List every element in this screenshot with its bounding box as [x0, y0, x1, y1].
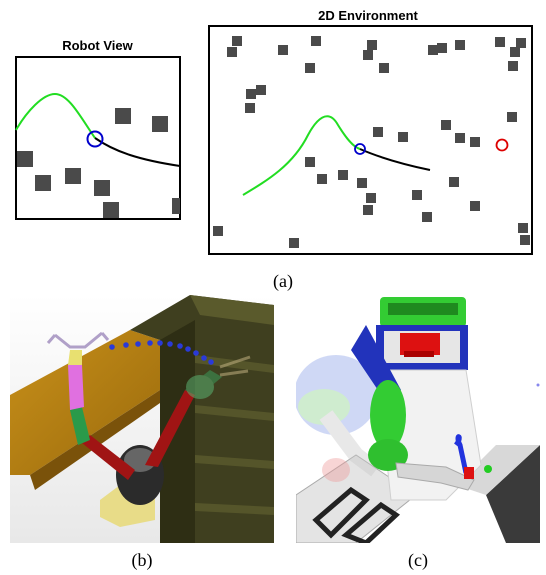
gripper: [453, 434, 469, 474]
trajectory-point: [135, 341, 141, 347]
planned-path: [242, 115, 361, 196]
trajectory-point: [177, 343, 183, 349]
obstacle: [520, 235, 530, 245]
trajectory-point: [167, 341, 173, 347]
obstacle: [94, 180, 110, 196]
obstacle: [363, 205, 373, 215]
obstacle: [373, 127, 383, 137]
trajectory-point: [208, 359, 214, 365]
obstacle: [516, 38, 526, 48]
obstacle: [213, 226, 223, 236]
robot-arm-link: [370, 380, 406, 450]
floor-tray: [296, 454, 417, 543]
dark-box: [486, 445, 540, 543]
obstacle: [172, 198, 180, 214]
obstacle: [366, 193, 376, 203]
obstacle: [246, 89, 256, 99]
obstacle: [470, 137, 480, 147]
obstacle: [422, 212, 432, 222]
robot-arm-link: [70, 407, 90, 445]
obstacle: [495, 37, 505, 47]
table-surface: [10, 330, 160, 475]
goal-marker: [495, 138, 509, 152]
obstacle: [305, 63, 315, 73]
obstacle: [507, 112, 517, 122]
trajectory-point: [123, 342, 129, 348]
obstacle: [428, 45, 438, 55]
obstacle: [518, 223, 528, 233]
obstacle: [379, 63, 389, 73]
obstacle: [311, 36, 321, 46]
robot-marker: [354, 143, 366, 155]
caption-b: (b): [131, 550, 153, 570]
robot-arm-link: [82, 435, 135, 480]
obstacle: [289, 238, 299, 248]
obstacle: [17, 151, 33, 167]
obstacle: [232, 36, 242, 46]
obstacle: [278, 45, 288, 55]
robot-marker: [86, 130, 104, 148]
obstacle: [256, 85, 266, 95]
robot-arm-link: [68, 350, 82, 365]
caption-a: (a): [273, 271, 293, 291]
future-path: [359, 148, 431, 171]
obstacle: [245, 103, 255, 113]
robot-view-panel: [15, 56, 181, 220]
trajectory-point: [147, 340, 153, 346]
obstacle: [152, 116, 168, 132]
trajectory-point: [157, 340, 163, 346]
robot-view-title: Robot View: [62, 38, 133, 53]
environment-panel: [208, 25, 533, 255]
caption-c: (c): [408, 550, 428, 570]
obstacle: [437, 43, 447, 53]
obstacle: [367, 40, 377, 50]
obstacle: [449, 177, 459, 187]
obstacle: [103, 202, 119, 218]
obstacle: [508, 61, 518, 71]
trajectory-point: [109, 344, 115, 350]
obstacle: [227, 47, 237, 57]
obstacle: [357, 178, 367, 188]
obstacle: [470, 201, 480, 211]
trajectory-point: [193, 350, 199, 356]
obstacle: [398, 132, 408, 142]
obstacle: [305, 157, 315, 167]
robot-arm-link: [68, 365, 84, 410]
obstacle: [363, 50, 373, 60]
obstacle: [510, 47, 520, 57]
obstacle: [455, 133, 465, 143]
obstacle: [412, 190, 422, 200]
trajectory-point: [201, 355, 207, 361]
environment-title: 2D Environment: [318, 8, 418, 23]
obstacle: [35, 175, 51, 191]
obstacle: [441, 120, 451, 130]
robot-arm-link: [145, 390, 195, 467]
obstacle: [317, 174, 327, 184]
obstacle: [65, 168, 81, 184]
obstacle: [115, 108, 131, 124]
obstacle: [338, 170, 348, 180]
humanoid-scene: [296, 295, 540, 543]
planned-path: [15, 92, 96, 139]
obstacle: [455, 40, 465, 50]
trajectory-point: [185, 346, 191, 352]
robot-arm-scene: [10, 295, 274, 543]
